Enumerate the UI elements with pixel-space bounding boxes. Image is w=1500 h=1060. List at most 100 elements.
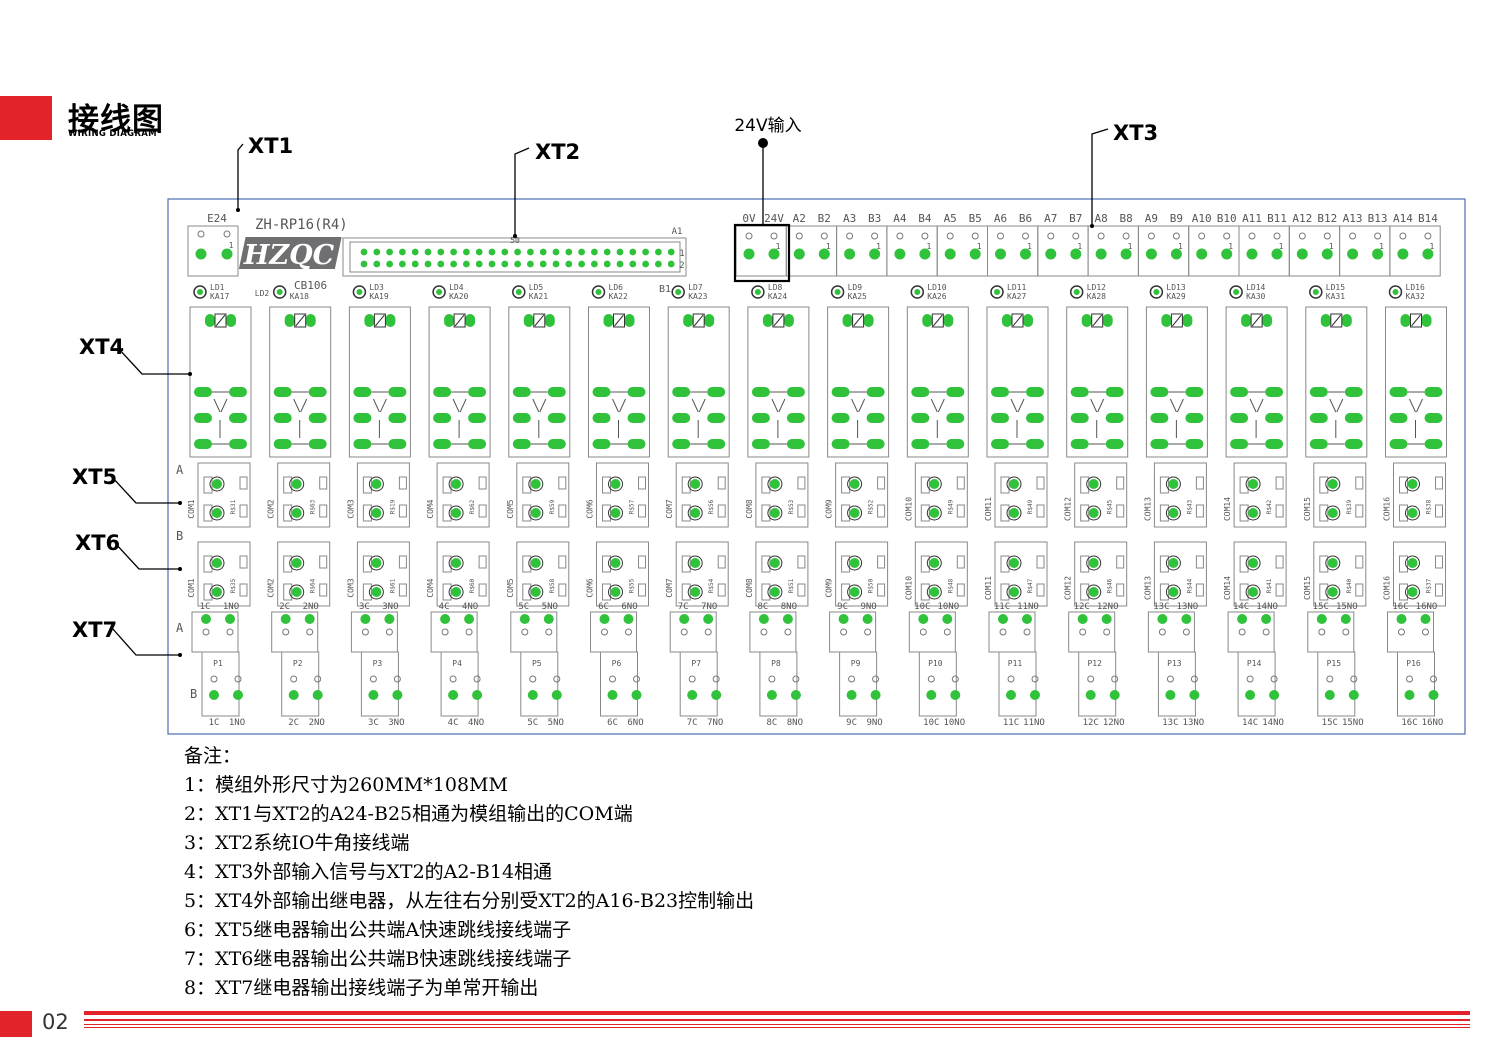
hole — [1270, 675, 1278, 683]
jumper-slot — [602, 504, 611, 522]
relay-label: KA30 — [1246, 292, 1265, 301]
jumper-block — [1074, 462, 1128, 528]
jumper-ring — [926, 584, 942, 600]
contact-pad — [707, 413, 726, 423]
contact-pad — [751, 439, 770, 449]
pin-one-label: 1 — [776, 242, 781, 251]
hole — [1273, 232, 1281, 240]
pad — [1428, 690, 1439, 700]
callout-arrowhead — [178, 653, 182, 657]
contact-pad — [707, 387, 726, 397]
pad — [360, 248, 368, 256]
led-indicator — [1388, 285, 1403, 299]
pad — [610, 558, 621, 568]
terminal-c-label: 16C — [1401, 718, 1417, 728]
pad — [371, 508, 382, 518]
callout-arrowhead — [178, 567, 182, 571]
jumper-tab — [239, 476, 248, 490]
jumper-block — [1074, 541, 1128, 607]
jumper-ring — [847, 505, 863, 521]
jumper-ring — [687, 584, 703, 600]
terminal-no-label: 16NO — [1422, 718, 1444, 728]
jumper-slot — [841, 555, 851, 573]
jumper-tab — [877, 476, 886, 490]
pad — [451, 558, 462, 568]
relay-coil-symbol — [294, 313, 307, 328]
contact-trace — [539, 398, 547, 413]
relay-body — [906, 306, 969, 458]
terminal-no-label: 10NO — [937, 602, 959, 612]
led-indicator — [910, 285, 925, 299]
callout-xt3: XT3 — [1090, 121, 1158, 228]
hole — [1182, 628, 1190, 636]
contact-pad — [1105, 413, 1124, 423]
contact-pad — [1344, 439, 1363, 449]
contact-pad — [1105, 439, 1124, 449]
jumper-block — [914, 541, 968, 607]
terminal-c-label: 3C — [368, 718, 379, 728]
pad — [929, 508, 940, 518]
pad — [679, 614, 690, 624]
coil-pad — [544, 314, 555, 327]
contact-pad — [1265, 439, 1284, 449]
relay-label: KA19 — [369, 292, 388, 301]
xt3-pin-label: A12 — [1292, 212, 1312, 225]
jumper-block — [755, 541, 809, 607]
jumper-slot — [1399, 555, 1408, 573]
resistor-label: R$40 — [1346, 578, 1353, 593]
terminal-c-label: 10C — [923, 718, 939, 728]
jumper-ring — [1006, 505, 1022, 521]
callout-leader — [111, 476, 180, 504]
pad — [667, 248, 675, 256]
pad — [1327, 587, 1338, 597]
xt3-terminal-block — [1389, 225, 1441, 277]
jumper-slot — [522, 476, 532, 494]
jumper-slot — [681, 476, 691, 494]
contact-trace — [1409, 398, 1416, 413]
contact-pad — [831, 439, 850, 449]
jumper-block — [835, 541, 889, 607]
pin-one-label: 1 — [679, 249, 684, 259]
resistor-label: R$41 — [1266, 578, 1273, 593]
led-indicator — [1149, 285, 1164, 299]
com-label: COM12 — [1064, 576, 1073, 600]
contact-pad — [786, 439, 805, 449]
led-indicator — [352, 285, 367, 299]
xt3-pin-label: B10 — [1217, 212, 1237, 225]
pad — [552, 260, 560, 268]
jumper-slot — [1000, 476, 1010, 494]
pad — [599, 614, 610, 624]
pad — [926, 690, 937, 700]
relay-coil-symbol — [295, 314, 306, 327]
pad — [368, 690, 379, 700]
xt3-pin-label: A6 — [994, 212, 1007, 225]
callout-leader — [1091, 128, 1109, 226]
contact-pad — [946, 387, 965, 397]
jumper-slot — [1159, 504, 1169, 522]
output-terminal-body — [520, 651, 559, 717]
terminal-c-label: 7C — [678, 602, 689, 612]
terminal-c-label: 4C — [439, 602, 450, 612]
jumper-slot — [1159, 555, 1169, 573]
jumper-slot — [203, 476, 213, 494]
jumper-ring — [368, 476, 384, 492]
hole — [465, 628, 473, 636]
hole — [223, 230, 231, 238]
contact-pad — [273, 387, 292, 397]
hole — [896, 232, 904, 240]
pad — [527, 260, 534, 268]
model-label: ZH-RP16(R4) — [255, 217, 348, 233]
relay-coil-symbol — [692, 313, 705, 328]
relay-coil-symbol — [1331, 314, 1342, 327]
pad — [197, 289, 203, 295]
xt1-label: E24 — [207, 212, 227, 225]
output-terminal-body — [360, 651, 399, 717]
com-label: COM2 — [267, 499, 276, 518]
hole — [971, 232, 979, 240]
output-terminal-body — [918, 651, 957, 717]
xt3-terminal-block — [1037, 225, 1089, 277]
terminal-p-label: P7 — [691, 659, 701, 668]
hole — [1422, 628, 1429, 636]
